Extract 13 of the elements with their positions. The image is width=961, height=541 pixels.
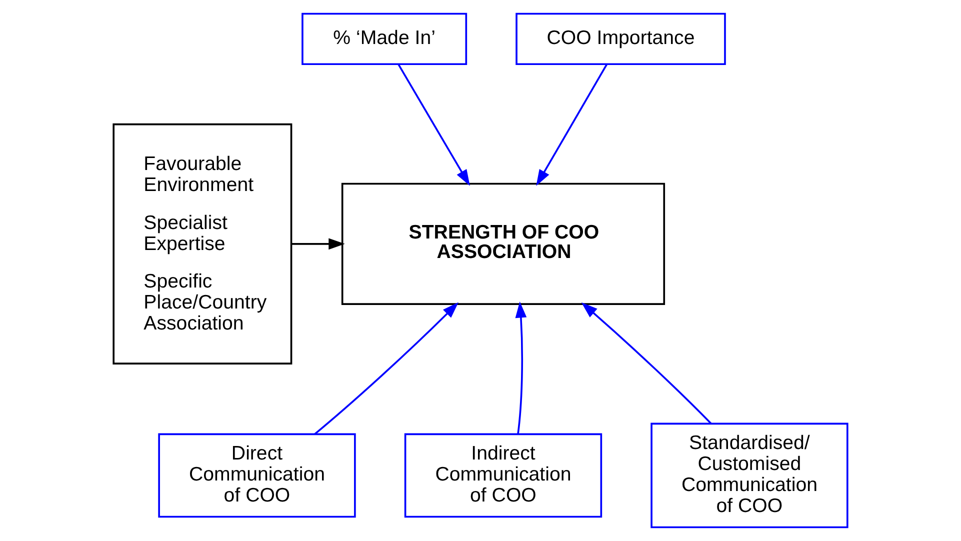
node-box: COO Importance bbox=[516, 12, 726, 66]
node-box: STRENGTH OF COO ASSOCIATION bbox=[341, 182, 666, 305]
node-box: Indirect Communication of COO bbox=[404, 433, 602, 518]
node-box: % ‘Made In’ bbox=[302, 12, 468, 66]
arrow bbox=[536, 64, 608, 186]
node-box: Favourable Environment Specialist Expertise Specific Place/Country Association bbox=[112, 123, 292, 364]
node-box: Standardised/ Customised Communication of COO bbox=[650, 422, 848, 528]
arrow bbox=[515, 301, 527, 434]
arrow bbox=[292, 238, 345, 250]
arrow bbox=[398, 64, 470, 186]
node-box: Direct Communication of COO bbox=[158, 433, 356, 518]
arrow bbox=[581, 302, 712, 424]
arrow bbox=[314, 302, 459, 435]
